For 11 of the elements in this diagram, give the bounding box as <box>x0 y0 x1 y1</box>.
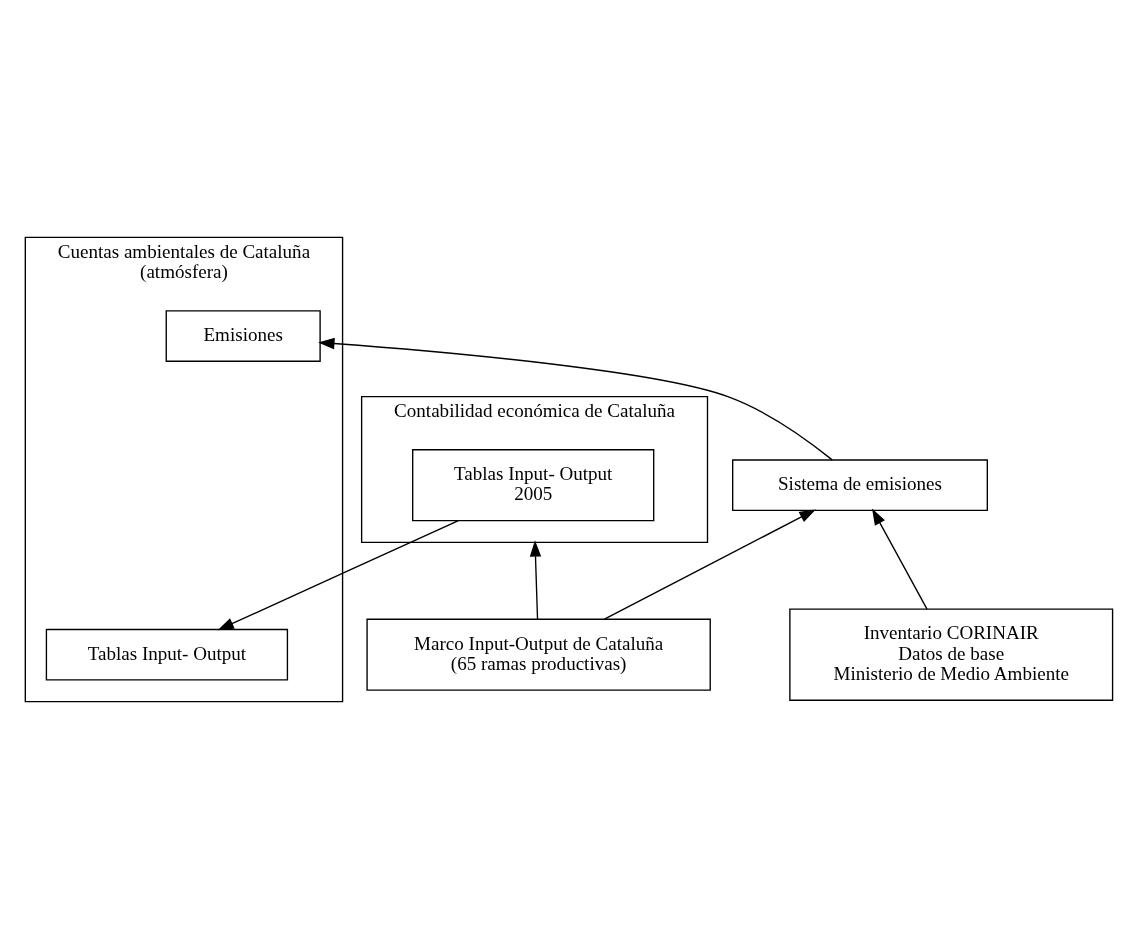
arrow <box>318 337 833 461</box>
arrow <box>529 539 542 620</box>
node-box: Emisiones <box>165 309 321 362</box>
arrow <box>217 519 459 630</box>
arrow <box>872 508 928 610</box>
node-box: Tablas Input- Output <box>45 628 289 681</box>
arrow <box>603 508 816 620</box>
node-box: Sistema de emisiones <box>732 458 988 511</box>
node-box: Marco Input-Output de Cataluña (65 ramas productivas) <box>366 618 711 691</box>
node-box: Tablas Input- Output 2005 <box>412 448 655 521</box>
node-box: Inventario CORINAIR Datos de base Ministerio de Medio Ambiente <box>789 607 1114 701</box>
